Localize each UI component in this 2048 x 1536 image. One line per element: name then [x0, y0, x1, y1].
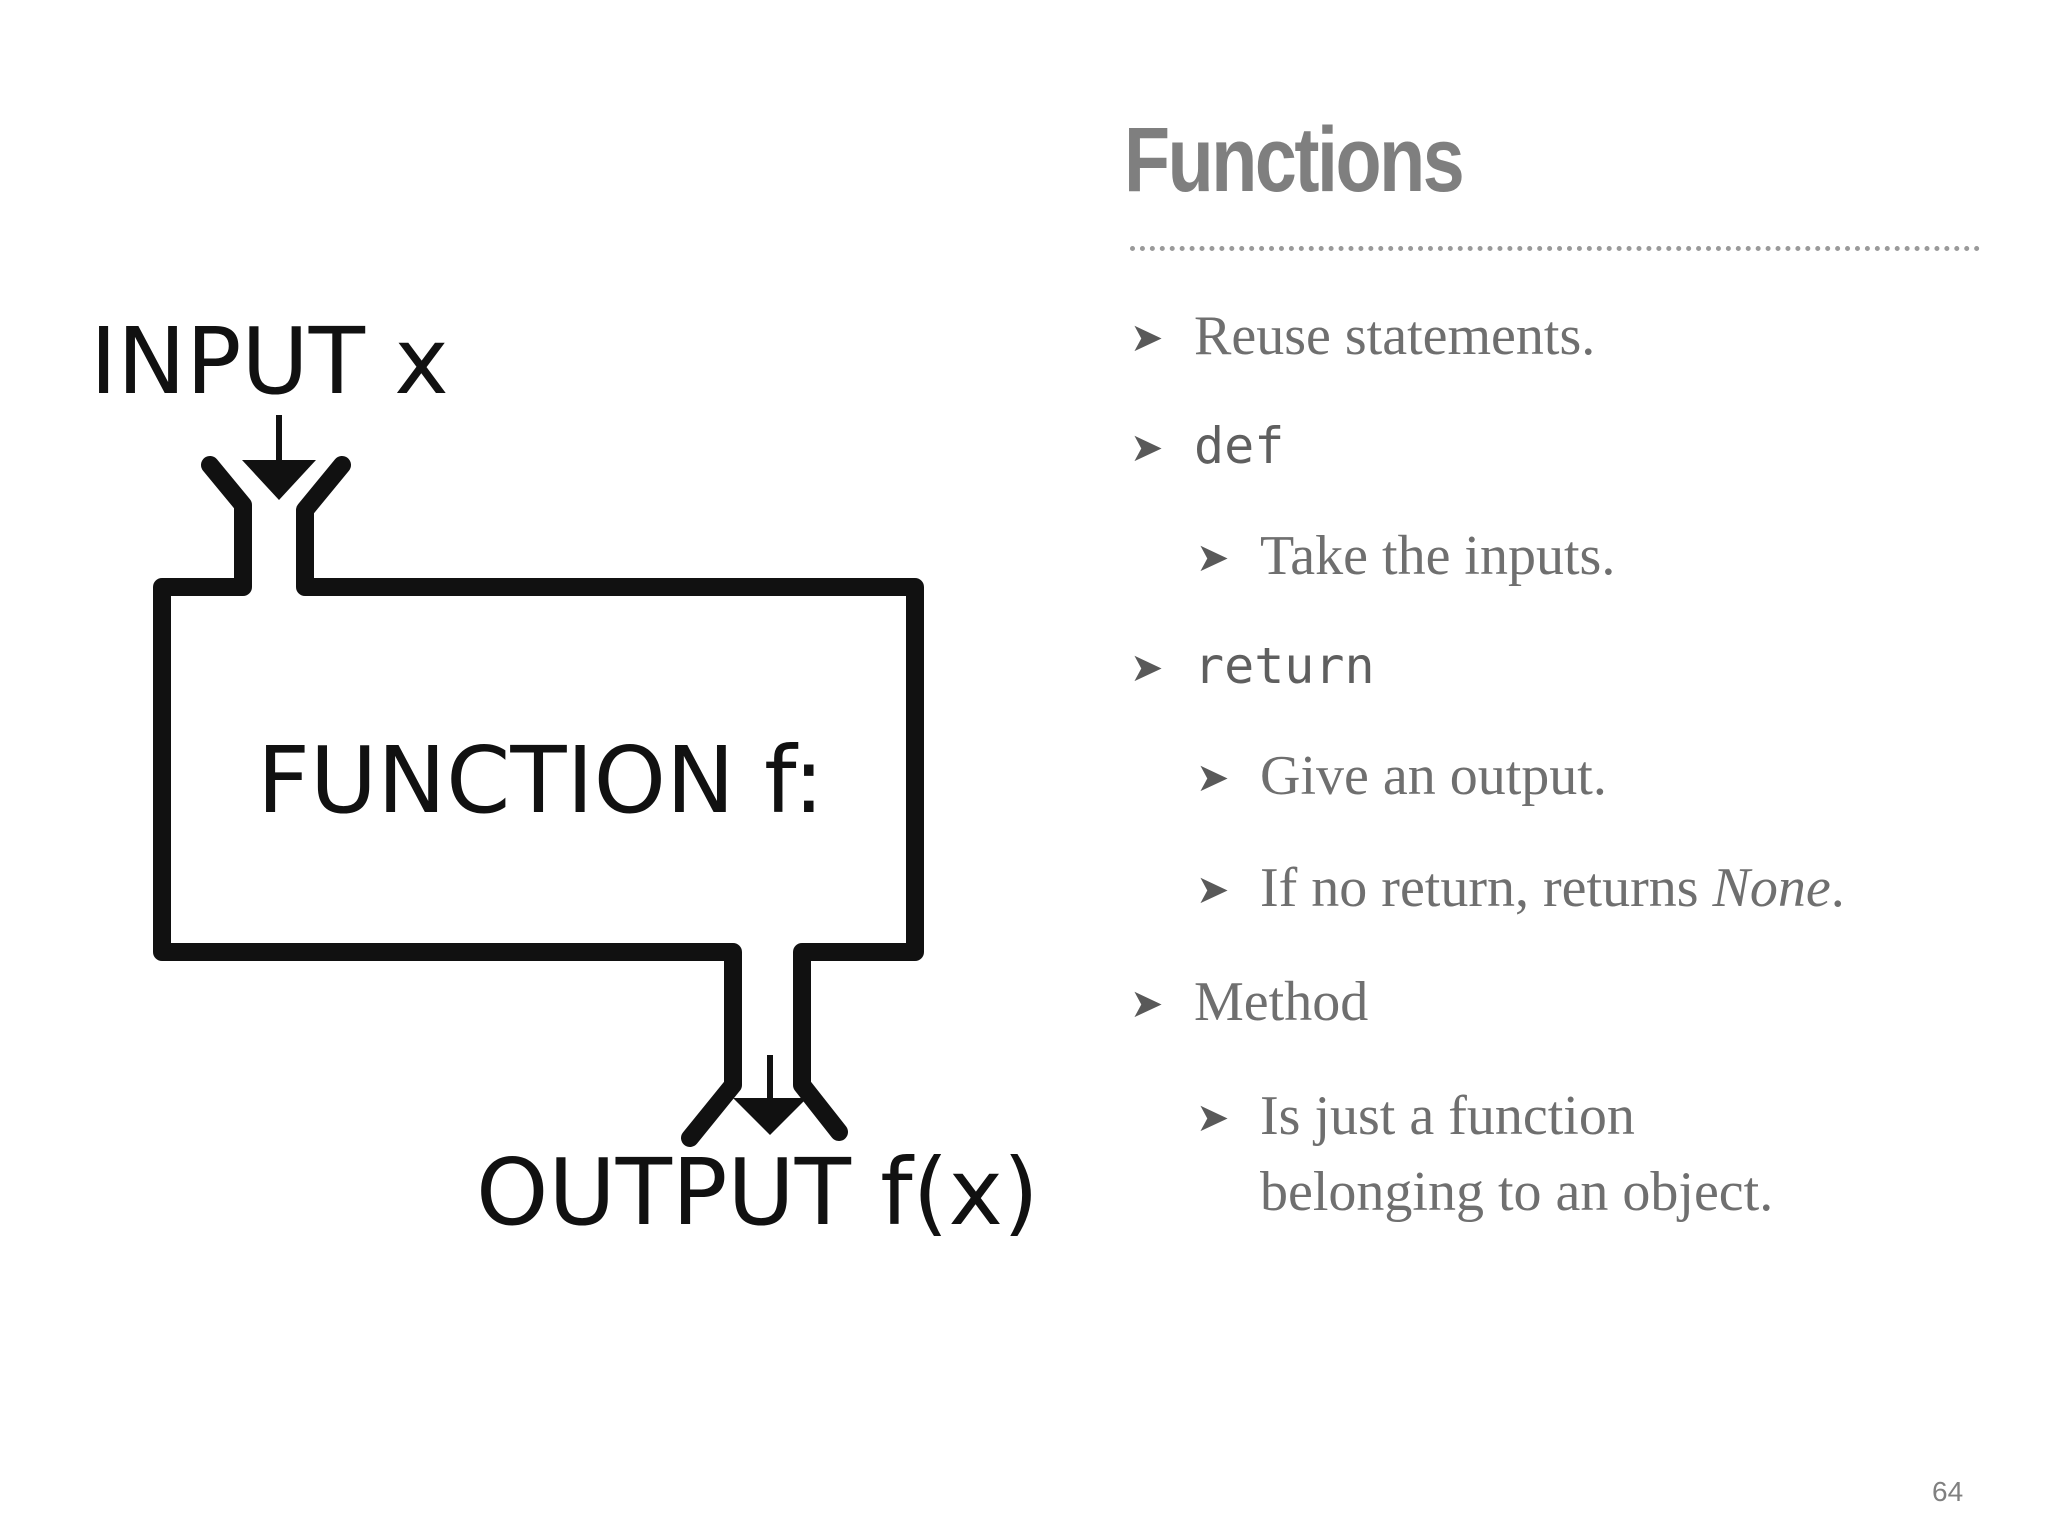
- bullet-arrow-icon: ➤: [1196, 867, 1230, 913]
- bullet-text-line1: Is just a function: [1260, 1085, 1635, 1147]
- function-box: [153, 456, 924, 1147]
- page-number: 64: [1932, 1476, 1964, 1507]
- title-divider: [1130, 246, 1980, 251]
- bullet-arrow-icon: ➤: [1196, 1095, 1230, 1141]
- bullet-arrow-icon: ➤: [1196, 535, 1230, 581]
- bullet-text: Give an output.: [1260, 745, 1607, 807]
- bullet-arrow-icon: ➤: [1130, 425, 1164, 471]
- function-label: FUNCTION f:: [257, 727, 824, 834]
- bullet-arrow-icon: ➤: [1130, 315, 1164, 361]
- bullet-text: Take the inputs.: [1260, 525, 1616, 587]
- bullet-text: If no return, returns None.: [1260, 857, 1845, 919]
- input-arrow-icon: [242, 415, 316, 500]
- bullet-code-text: def: [1194, 417, 1285, 475]
- bullet-arrow-icon: ➤: [1130, 981, 1164, 1027]
- bullet-arrow-icon: ➤: [1196, 755, 1230, 801]
- bullet-text: Method: [1194, 971, 1369, 1033]
- input-label: INPUT x: [90, 308, 449, 415]
- slide-title: Functions: [1124, 109, 1465, 211]
- bullet-text: Reuse statements.: [1194, 305, 1596, 367]
- bullet-arrow-icon: ➤: [1130, 645, 1164, 691]
- bullet-text-line2: belonging to an object.: [1260, 1161, 1774, 1223]
- output-arrow-icon: [733, 1055, 807, 1135]
- output-label: OUTPUT f(x): [476, 1139, 1039, 1246]
- none-keyword: None: [1712, 857, 1831, 919]
- bullet-code-text: return: [1194, 637, 1375, 695]
- function-machine-diagram: INPUT x FUNCTION f: OUTPUT f(x): [90, 308, 1039, 1246]
